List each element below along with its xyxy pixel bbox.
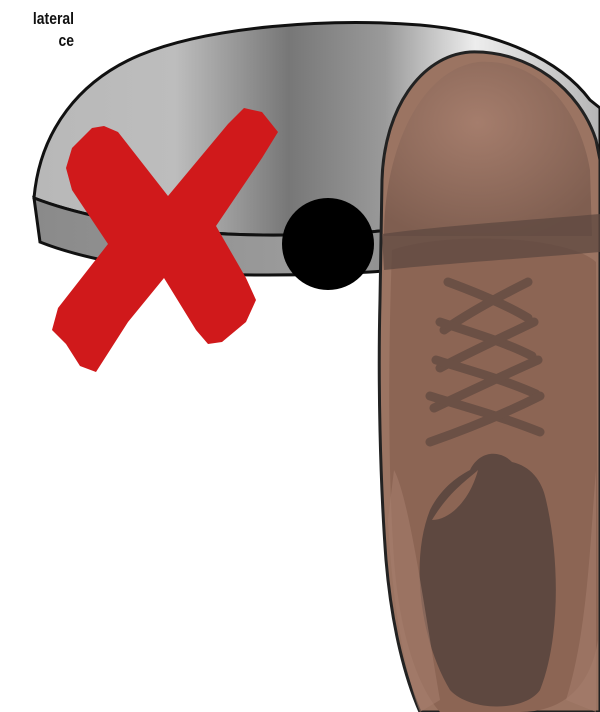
caption-text: lateral ce — [13, 8, 74, 52]
pivot-circle-icon — [282, 198, 374, 290]
shoe-icon — [379, 52, 600, 712]
caption-line-1: lateral — [13, 8, 74, 30]
caption-line-2: ce — [13, 30, 74, 52]
